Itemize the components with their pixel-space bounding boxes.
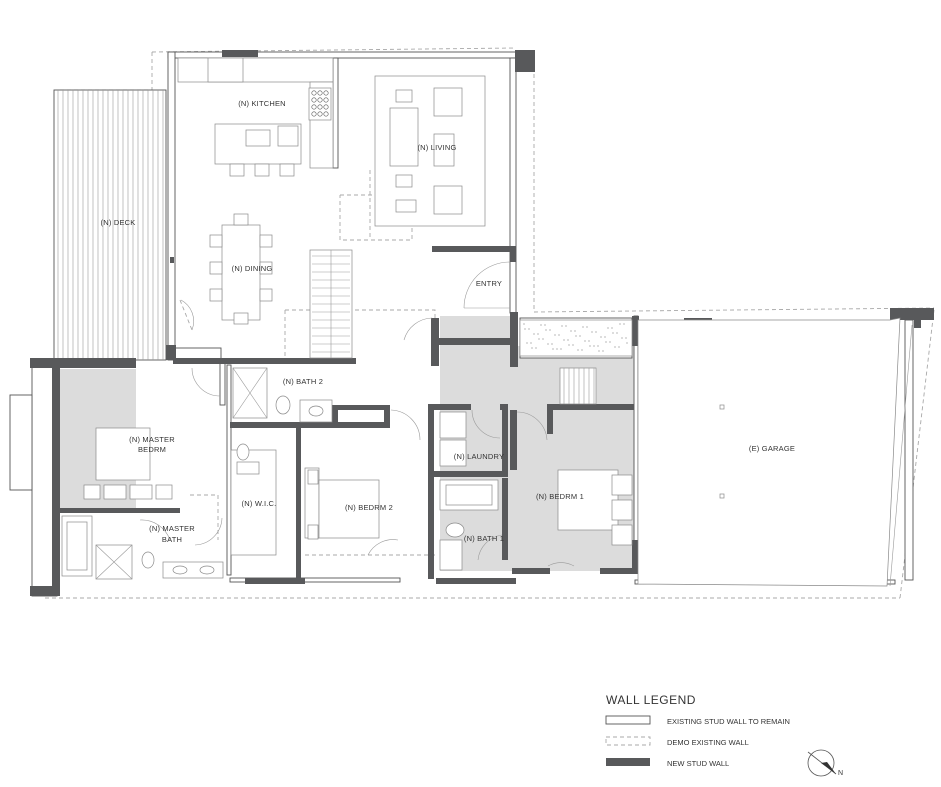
planter <box>519 319 633 357</box>
legend-label-demo: DEMO EXISTING WALL <box>667 738 749 747</box>
label-wic: (N) W.I.C. <box>242 499 277 508</box>
label-dining: (N) DINING <box>232 264 273 273</box>
master-bedroom-furniture <box>83 427 173 500</box>
legend-swatch-demo <box>605 736 651 746</box>
label-garage: (E) GARAGE <box>749 444 795 453</box>
master-bath-fixtures <box>61 515 224 580</box>
bedroom1-furniture <box>557 469 633 546</box>
kitchen-fixtures <box>177 57 334 177</box>
label-laundry: (N) LAUNDRY <box>454 452 504 461</box>
label-bath2: (N) BATH 2 <box>283 377 323 386</box>
label-bedrm1: (N) BEDRM 1 <box>536 492 584 501</box>
label-master-bedrm-2: BEDRM <box>138 445 166 454</box>
new-walls <box>30 50 934 596</box>
wic-fixtures <box>230 443 277 556</box>
garage <box>637 317 913 587</box>
stairs <box>309 249 597 405</box>
laundry-fixtures <box>439 411 499 571</box>
bath2-fixtures <box>232 367 333 423</box>
shaded-rooms <box>60 316 635 571</box>
label-bedrm2: (N) BEDRM 2 <box>345 503 393 512</box>
legend-swatch-existing <box>605 715 651 725</box>
label-living: (N) LIVING <box>417 143 456 152</box>
label-deck: (N) DECK <box>101 218 136 227</box>
room-labels: (N) KITCHEN (N) LIVING (N) DECK (N) DINI… <box>101 99 795 544</box>
dining-table <box>209 213 273 325</box>
deck <box>53 89 167 361</box>
living-furniture <box>374 75 486 227</box>
legend-label-new: NEW STUD WALL <box>667 759 729 768</box>
legend-swatch-new <box>606 758 650 766</box>
north-arrow-icon: N <box>807 749 843 777</box>
label-bath1: (N) BATH 1 <box>464 534 504 543</box>
wall-legend: WALL LEGEND EXISTING STUD WALL TO REMAIN… <box>605 693 790 768</box>
cooktop <box>311 90 329 117</box>
door-swings <box>139 261 575 567</box>
north-label: N <box>838 770 843 777</box>
label-entry: ENTRY <box>476 279 502 288</box>
bedroom2-furniture <box>304 467 380 540</box>
legend-label-existing: EXISTING STUD WALL TO REMAIN <box>667 717 790 726</box>
label-master-bedrm-1: (N) MASTER <box>129 435 175 444</box>
legend-title: WALL LEGEND <box>606 693 696 707</box>
label-master-bath-2: BATH <box>162 535 182 544</box>
label-master-bath-1: (N) MASTER <box>149 524 195 533</box>
label-kitchen: (N) KITCHEN <box>238 99 286 108</box>
